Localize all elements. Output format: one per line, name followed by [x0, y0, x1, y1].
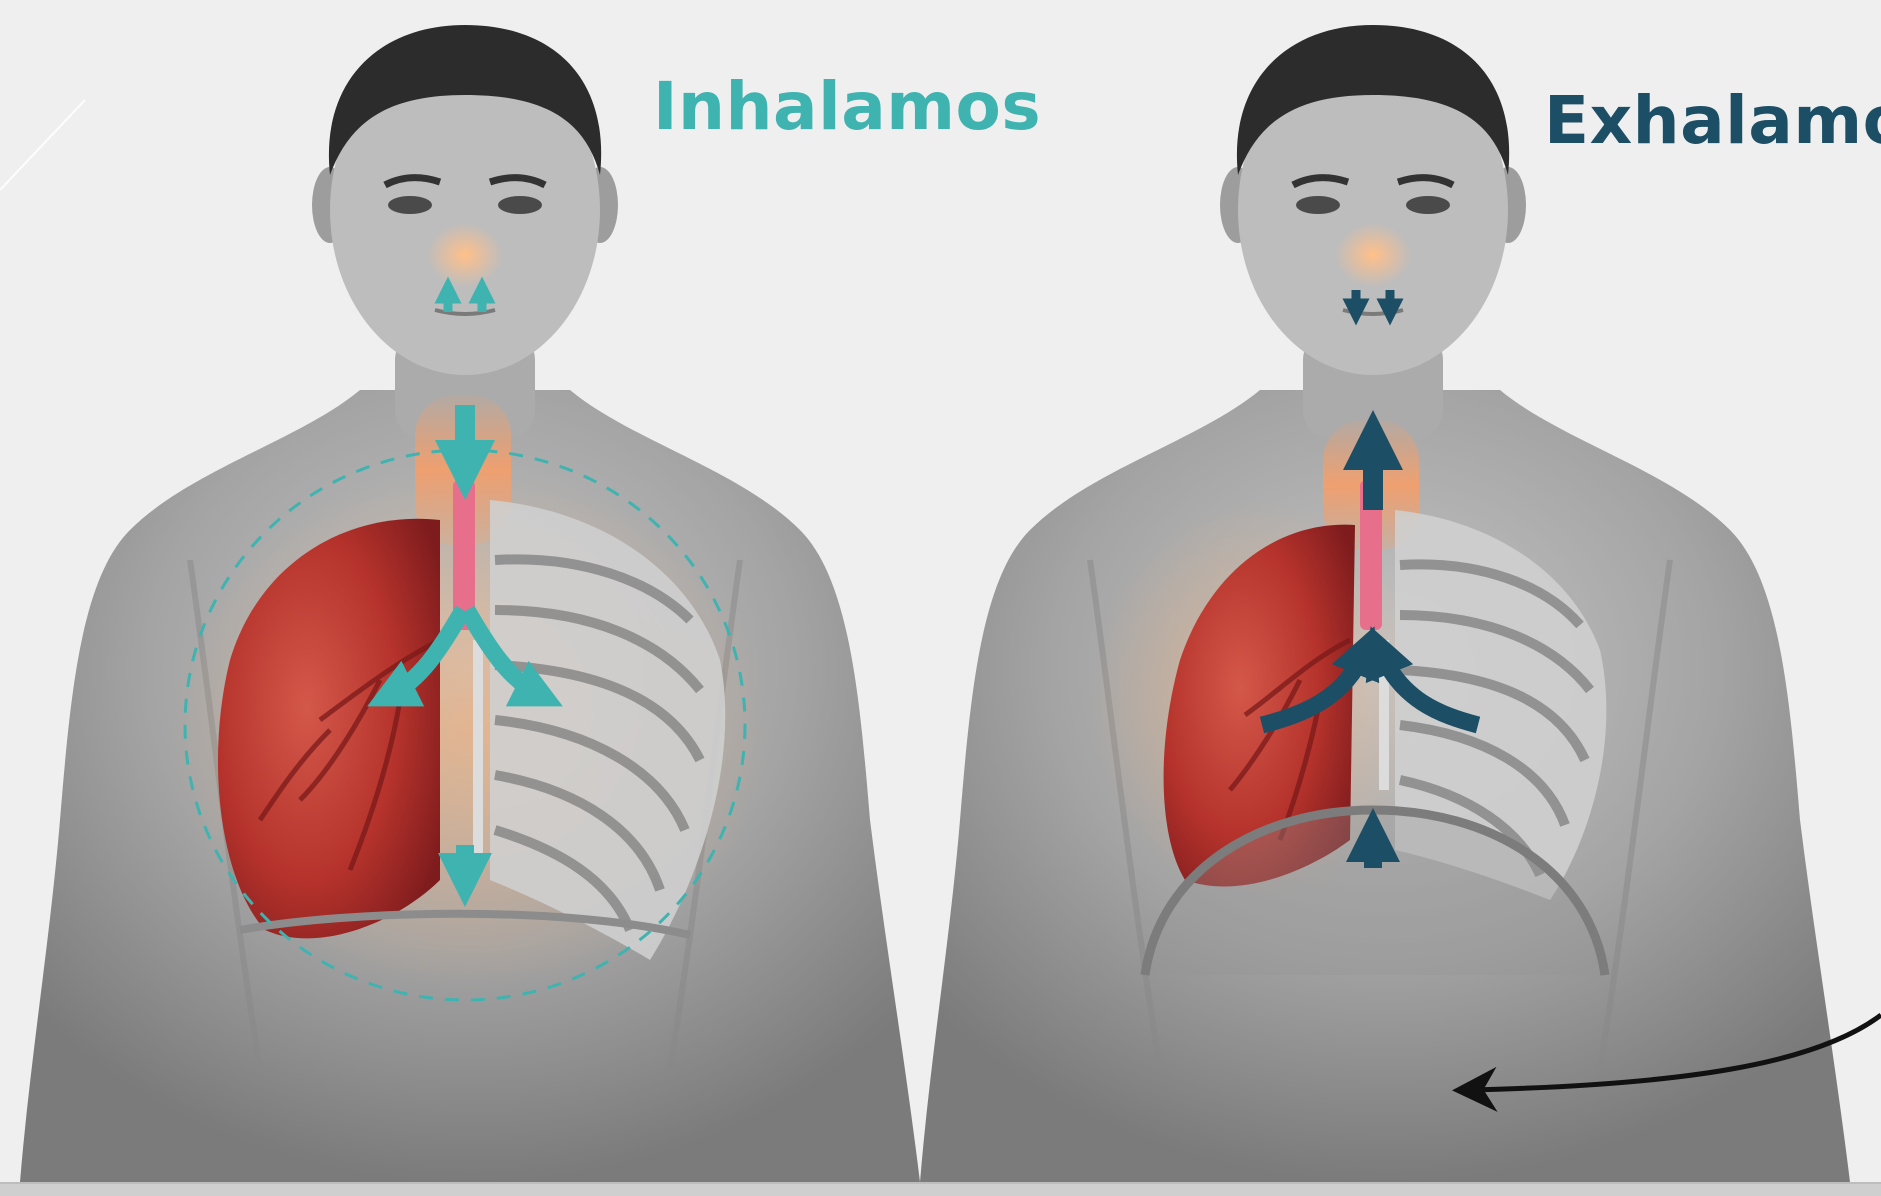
eye-right — [498, 196, 542, 214]
nose-glow — [427, 223, 503, 287]
figure-exhale — [920, 25, 1850, 1182]
inhale-title: Inhalamos — [653, 74, 1041, 140]
eye-left — [1296, 196, 1340, 214]
eye-right — [1406, 196, 1450, 214]
exhale-title: Exhalamos — [1544, 88, 1881, 154]
nose-glow — [1335, 223, 1411, 287]
eye-left — [388, 196, 432, 214]
figure-inhale — [20, 25, 920, 1182]
decorative-line — [0, 100, 85, 190]
